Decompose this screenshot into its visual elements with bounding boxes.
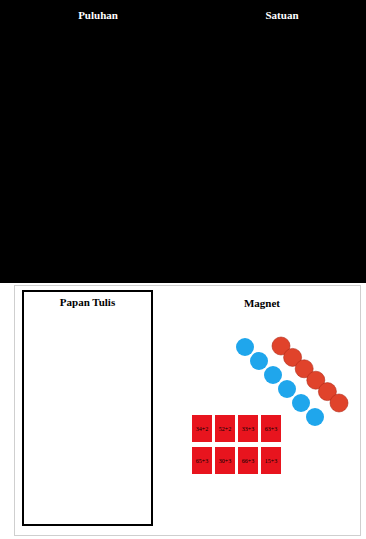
- blue-magnet: [264, 366, 282, 384]
- place-value-board: [0, 0, 366, 283]
- magnet-beads: [236, 337, 348, 426]
- card-text: 63+3: [265, 426, 277, 432]
- blue-magnet: [236, 338, 254, 356]
- number-card: 65+3: [192, 447, 212, 474]
- card-text: 65+3: [196, 458, 208, 464]
- card-text: 33+3: [242, 426, 254, 432]
- blue-magnet: [292, 394, 310, 412]
- card-text: 34+2: [196, 426, 208, 432]
- whiteboard-box: Papan Tulis: [22, 290, 153, 526]
- red-magnet: [330, 394, 348, 412]
- column-heading: Puluhan: [78, 9, 118, 21]
- number-card: 66+3: [238, 447, 258, 474]
- box-heading: Papan Tulis: [24, 292, 151, 308]
- tray-panel: [15, 286, 361, 536]
- blue-magnet: [278, 380, 296, 398]
- number-card: 52+2: [215, 415, 235, 442]
- blue-magnet: [306, 408, 324, 426]
- section-heading: Magnet: [244, 297, 280, 309]
- card-text: 52+2: [219, 426, 231, 432]
- number-card: 63+3: [261, 415, 281, 442]
- card-text: 30+3: [219, 458, 231, 464]
- number-card: 30+3: [215, 447, 235, 474]
- number-card: 15+3: [261, 447, 281, 474]
- card-text: 66+3: [242, 458, 254, 464]
- column-heading: Satuan: [265, 9, 298, 21]
- card-text: 15+3: [265, 458, 277, 464]
- number-card: 33+3: [238, 415, 258, 442]
- blue-magnet: [250, 352, 268, 370]
- number-card: 34+2: [192, 415, 212, 442]
